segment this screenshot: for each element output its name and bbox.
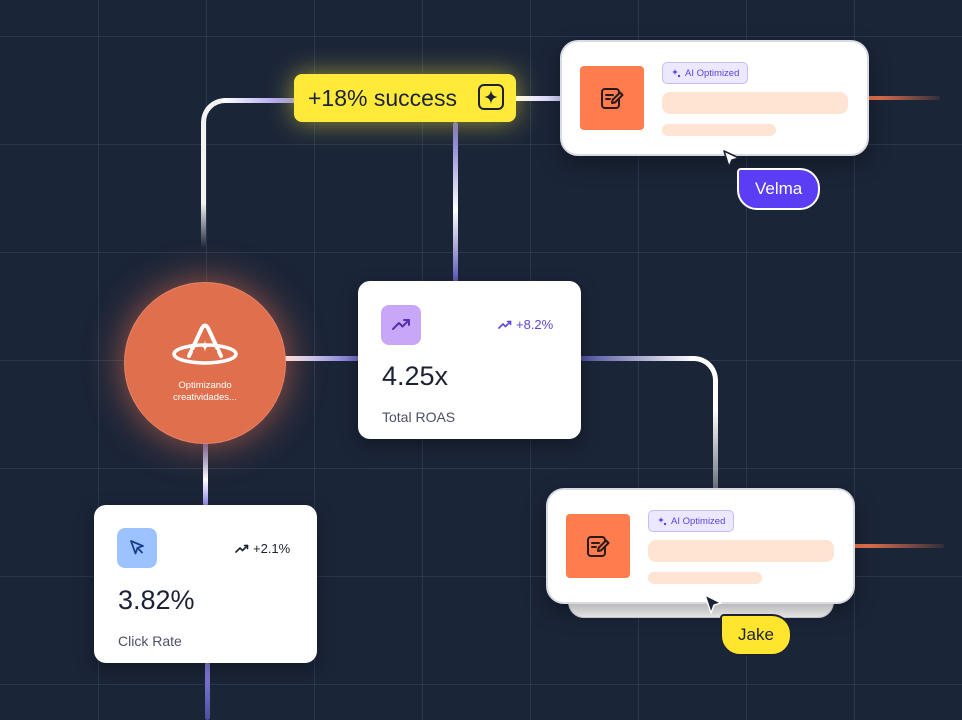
- wire-roas-to-bottom-horizontal: [580, 356, 695, 361]
- wire-pill-to-card: [514, 96, 564, 101]
- cursor-icon: [117, 528, 157, 568]
- roas-card[interactable]: +8.2% 4.25x Total ROAS: [358, 281, 581, 439]
- roas-trend: +8.2%: [498, 317, 553, 332]
- click-label: Click Rate: [118, 633, 182, 649]
- sparkle-icon: [478, 84, 504, 110]
- wire-top-left-horizontal: [222, 98, 298, 103]
- click-value: 3.82%: [118, 585, 195, 615]
- success-pill: +18% success: [294, 74, 516, 122]
- trend-arrow-icon: [235, 544, 249, 553]
- wire-roas-to-bottom-corner: [690, 356, 718, 490]
- hub-label: Optimizando creatividades...: [173, 380, 237, 403]
- placeholder-bar-long: [662, 92, 848, 114]
- wire-hub-to-click: [203, 440, 208, 506]
- placeholder-bar-short: [648, 572, 762, 584]
- ai-optimized-badge: AI Optimized: [648, 510, 735, 532]
- click-trend-value: +2.1%: [253, 541, 291, 556]
- wire-pill-to-roas: [453, 122, 458, 282]
- click-rate-card[interactable]: +2.1% 3.82% Click Rate: [94, 505, 317, 663]
- cursor-pointer-icon: [723, 150, 740, 168]
- ai-optimized-badge: AI Optimized: [662, 62, 749, 84]
- roas-value: 4.25x: [382, 361, 449, 391]
- roas-trend-value: +8.2%: [516, 317, 554, 332]
- success-label: +18% success: [308, 84, 457, 111]
- wire-click-down: [205, 662, 210, 720]
- wire-bottom-card-out: [852, 544, 944, 548]
- trend-arrow-icon: [498, 320, 512, 329]
- placeholder-bar-long: [648, 540, 834, 562]
- cursor-pointer-icon: [704, 594, 722, 614]
- cursor-tag-velma: Velma: [737, 168, 821, 210]
- click-trend: +2.1%: [235, 541, 290, 556]
- wire-hub-to-roas: [284, 356, 362, 361]
- edit-document-icon: [566, 514, 630, 578]
- placeholder-bar-short: [662, 124, 776, 136]
- ai-optimized-card-bottom[interactable]: AI Optimized: [546, 488, 855, 604]
- edit-document-icon: [580, 66, 644, 130]
- sparkles-icon: [657, 516, 667, 526]
- ai-optimized-card-top[interactable]: AI Optimized: [560, 40, 869, 156]
- sparkles-icon: [671, 68, 681, 78]
- roas-label: Total ROAS: [382, 409, 456, 425]
- brand-a-logo-icon: [172, 323, 238, 365]
- hub-circle[interactable]: Optimizando creatividades...: [124, 282, 286, 444]
- cursor-tag-jake: Jake: [720, 614, 792, 656]
- wire-top-card-out: [866, 96, 940, 100]
- wire-left-vertical: [201, 98, 225, 248]
- trending-up-icon: [381, 305, 421, 345]
